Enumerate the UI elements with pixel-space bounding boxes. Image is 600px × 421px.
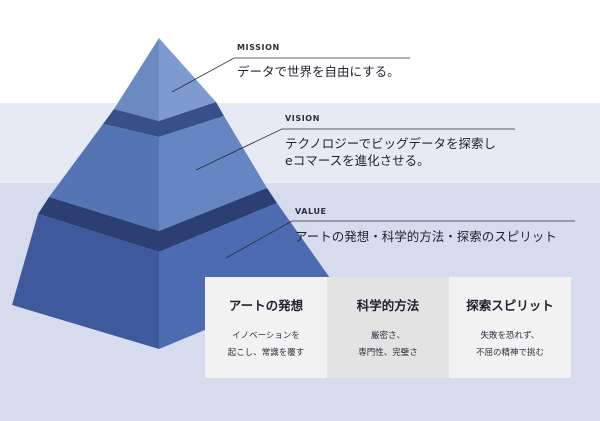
vision-text-line-2: eコマースを進化させる。 [285,153,430,168]
card-science-desc: 厳密さ、 専門性、完璧さ [358,328,418,362]
value-leader-line [225,220,575,259]
mission-title: MISSION [237,43,280,52]
value-title: VALUE [295,207,327,216]
vision-text: テクノロジーでビッグデータを探索し eコマースを進化させる。 [285,135,496,169]
card-explore-title: 探索スピリット [466,298,554,313]
card-science: 科学的方法 厳密さ、 専門性、完璧さ [327,277,449,378]
card-explore-desc-line-1: 失敗を恐れず、 [480,331,540,341]
value-cards: アートの発想 イノベーションを 起こし、常識を覆す 科学的方法 厳密さ、 専門性… [205,277,571,378]
mission-text-line: データで世界を自由にする。 [237,64,400,79]
pyramid-value-right-face [159,203,330,349]
mission-leader-line [171,57,410,93]
background-band-top [0,0,600,103]
card-art-desc: イノベーションを 起こし、常識を覆す [228,328,305,362]
pyramid-mission-left-face [114,38,159,121]
pyramid-value-left-face [12,214,159,349]
card-explore: 探索スピリット 失敗を恐れず、 不屈の精神で挑む [449,277,571,378]
pyramid-vision-right-face [159,116,267,231]
pyramid-separator-lower [38,188,277,252]
card-art-desc-line-1: イノベーションを [232,331,300,341]
mission-text: データで世界を自由にする。 [237,63,400,80]
vision-text-line-1: テクノロジーでビッグデータを探索し [285,136,497,151]
card-science-desc-line-2: 専門性、完璧さ [358,348,418,358]
pyramid-mission-right-face [159,38,216,121]
pyramid-separator-upper [103,102,224,137]
card-explore-desc: 失敗を恐れず、 不屈の精神で挑む [476,328,544,362]
card-science-desc-line-1: 厳密さ、 [370,331,405,341]
card-art-title: アートの発想 [228,298,304,313]
vision-title: VISION [285,114,321,123]
value-text-line: アートの発想・科学的方法・探索のスピリット [295,229,557,244]
pyramid-vision-left-face [49,124,159,231]
card-science-title: 科学的方法 [356,298,420,313]
card-art-desc-line-2: 起こし、常識を覆す [227,348,305,358]
value-text: アートの発想・科学的方法・探索のスピリット [295,228,557,245]
card-explore-desc-line-2: 不屈の精神で挑む [475,348,544,358]
vision-leader-line [195,128,515,171]
card-art: アートの発想 イノベーションを 起こし、常識を覆す [205,277,327,378]
